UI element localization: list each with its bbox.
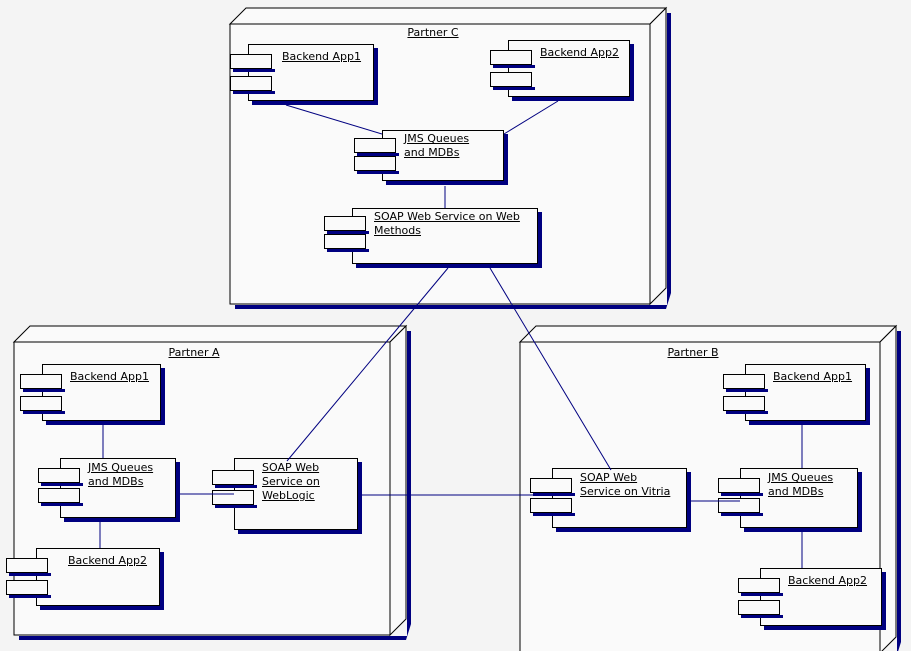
component-tab-shadow bbox=[215, 485, 257, 488]
component-shadow bbox=[176, 462, 180, 522]
component-tab-upper-icon bbox=[230, 54, 272, 69]
component-shadow bbox=[238, 530, 362, 534]
component-tab-shadow bbox=[726, 389, 768, 392]
component-shadow bbox=[252, 101, 378, 105]
component-tab-upper-icon bbox=[6, 558, 48, 573]
component-tab-upper-icon bbox=[38, 468, 80, 483]
component-tab-upper-icon bbox=[324, 216, 366, 231]
component-tab-shadow bbox=[23, 411, 65, 414]
component-shadow bbox=[504, 134, 508, 185]
component-tab-lower-icon bbox=[490, 72, 532, 87]
component-tab-shadow bbox=[327, 249, 369, 252]
node-title: Partner C bbox=[407, 26, 459, 39]
component-label: Backend App2 bbox=[68, 554, 148, 567]
component-tab-shadow bbox=[726, 411, 768, 414]
component-tab-shadow bbox=[23, 389, 65, 392]
component-tab-upper-icon bbox=[530, 478, 572, 493]
component-shadow bbox=[356, 264, 542, 268]
component-tab-upper-icon bbox=[20, 374, 62, 389]
component-body bbox=[234, 458, 358, 530]
component-tab-shadow bbox=[721, 513, 763, 516]
component-tab-lower-icon bbox=[230, 76, 272, 91]
component-tab-lower-icon bbox=[738, 600, 780, 615]
node-shadow bbox=[897, 331, 901, 651]
component-shadow bbox=[764, 626, 886, 630]
component-shadow bbox=[358, 462, 362, 534]
component-tab-shadow bbox=[533, 513, 575, 516]
component-tab-shadow bbox=[41, 483, 83, 486]
component-tab-lower-icon bbox=[6, 580, 48, 595]
component-shadow bbox=[630, 44, 634, 101]
component-shadow bbox=[556, 528, 691, 532]
component-tab-upper-icon bbox=[718, 478, 760, 493]
component-shadow bbox=[386, 181, 508, 185]
component-shadow bbox=[374, 48, 378, 105]
component-tab-lower-icon bbox=[530, 498, 572, 513]
component-shadow bbox=[64, 518, 180, 522]
component-tab-upper-icon bbox=[212, 470, 254, 485]
component-label: Backend App1 bbox=[773, 370, 853, 383]
component-shadow bbox=[687, 472, 691, 532]
component-tab-shadow bbox=[493, 65, 535, 68]
component-label: Backend App2 bbox=[788, 574, 868, 587]
component-tab-shadow bbox=[9, 595, 51, 598]
component-tab-shadow bbox=[233, 69, 275, 72]
component-label: Backend App1 bbox=[282, 50, 362, 63]
component-shadow bbox=[866, 368, 870, 425]
component-tab-upper-icon bbox=[490, 50, 532, 65]
component-tab-shadow bbox=[741, 615, 783, 618]
component-shadow bbox=[46, 421, 165, 425]
component-body bbox=[508, 40, 630, 97]
component-tab-shadow bbox=[215, 505, 257, 508]
component-shadow bbox=[160, 552, 164, 610]
component-shadow bbox=[512, 97, 634, 101]
component-tab-shadow bbox=[327, 231, 369, 234]
component-tab-lower-icon bbox=[723, 396, 765, 411]
component-label: Backend App1 bbox=[70, 370, 150, 383]
component-tab-upper-icon bbox=[723, 374, 765, 389]
component-tab-shadow bbox=[41, 503, 83, 506]
component-tab-upper-icon bbox=[738, 578, 780, 593]
component-shadow bbox=[161, 368, 165, 425]
component-tab-shadow bbox=[357, 153, 399, 156]
component-tab-shadow bbox=[233, 91, 275, 94]
component-tab-shadow bbox=[357, 171, 399, 174]
component-body bbox=[552, 468, 687, 528]
component-shadow bbox=[538, 212, 542, 268]
component-tab-shadow bbox=[533, 493, 575, 496]
component-tab-shadow bbox=[9, 573, 51, 576]
node-top-face bbox=[518, 325, 898, 343]
component-tab-shadow bbox=[493, 87, 535, 90]
component-tab-shadow bbox=[741, 593, 783, 596]
component-tab-lower-icon bbox=[718, 498, 760, 513]
component-body bbox=[352, 208, 538, 264]
component-body bbox=[36, 548, 160, 606]
component-body bbox=[382, 130, 504, 181]
component-shadow bbox=[882, 572, 886, 630]
component-shadow bbox=[858, 472, 862, 532]
component-tab-lower-icon bbox=[38, 488, 80, 503]
component-label: Backend App2 bbox=[540, 46, 620, 59]
component-tab-lower-icon bbox=[324, 234, 366, 249]
component-shadow bbox=[749, 421, 870, 425]
component-tab-lower-icon bbox=[354, 156, 396, 171]
component-tab-shadow bbox=[721, 493, 763, 496]
component-tab-upper-icon bbox=[354, 138, 396, 153]
component-tab-lower-icon bbox=[20, 396, 62, 411]
component-shadow bbox=[744, 528, 862, 532]
node-title: Partner A bbox=[168, 346, 220, 359]
component-shadow bbox=[40, 606, 164, 610]
node-title: Partner B bbox=[667, 346, 719, 359]
